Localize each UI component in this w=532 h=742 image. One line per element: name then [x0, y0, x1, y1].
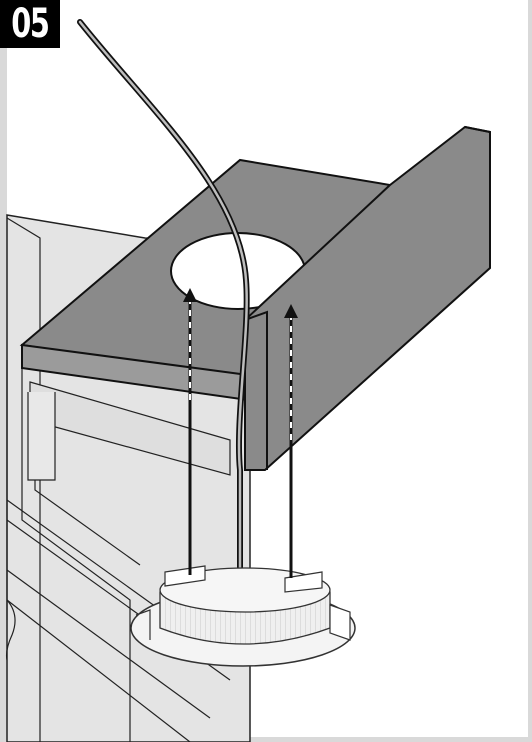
step-number-badge: 05: [0, 0, 60, 48]
left-border: [0, 0, 7, 742]
dashed-up-arrow-icon: [183, 288, 298, 578]
step-number: 05: [11, 1, 50, 47]
recessed-light-icon: [130, 565, 356, 667]
cable-icon: [77, 19, 250, 578]
bottom-border: [0, 737, 532, 742]
right-border: [528, 0, 532, 742]
